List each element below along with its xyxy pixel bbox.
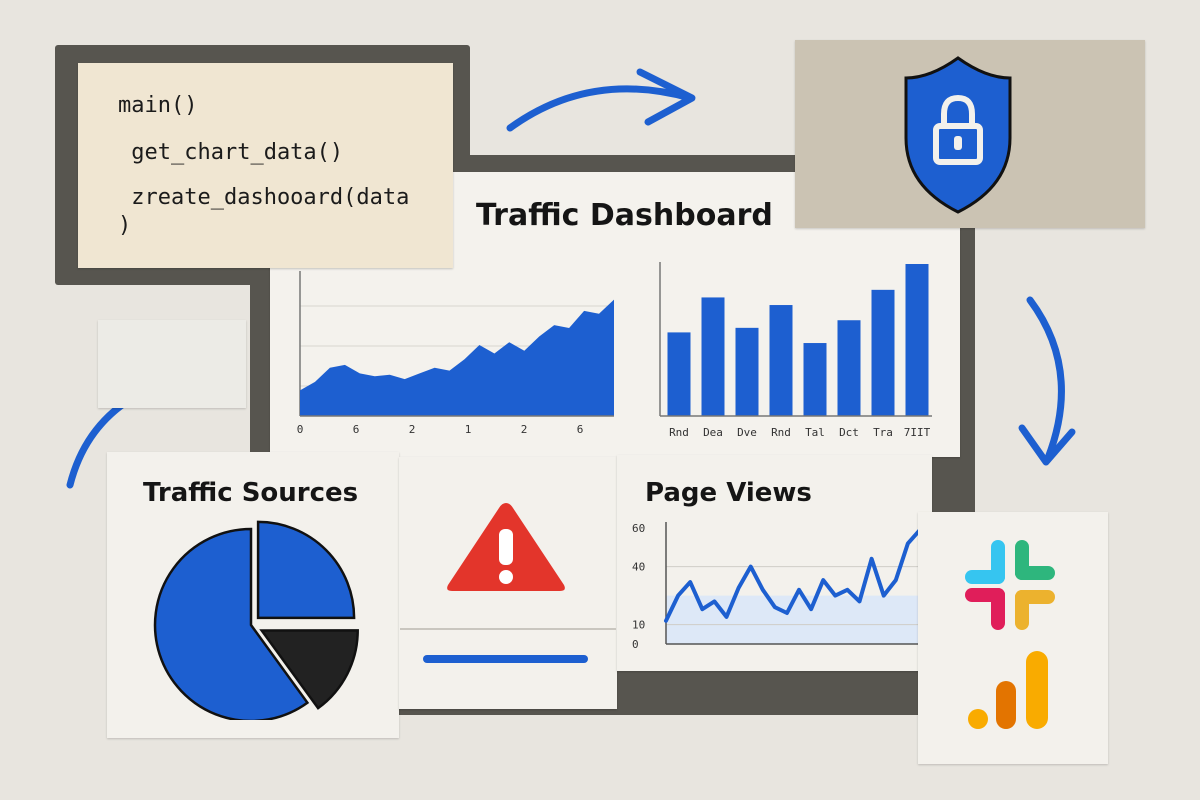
area-x-tick: 0: [297, 423, 304, 436]
bar: [735, 327, 759, 416]
pie-slice: [259, 629, 359, 710]
arrow-right-down: [1018, 296, 1076, 466]
bar-x-tick: 7IIT: [904, 426, 931, 439]
code-card: main() get_chart_data() zreate_dashooard…: [78, 63, 453, 268]
shield-lock-icon: [904, 56, 1012, 214]
progress-bar: [423, 655, 588, 663]
area-x-tick: 2: [409, 423, 416, 436]
code-line-2: get_chart_data(): [118, 140, 344, 165]
bar: [701, 297, 725, 416]
pageviews-line-chart: 60 40 10 0: [632, 522, 922, 651]
area-chart: 0 6 2 1 2 6: [297, 271, 614, 436]
small-card: [98, 320, 246, 408]
area-x-tick: 6: [577, 423, 584, 436]
sources-title: Traffic Sources: [143, 478, 359, 508]
bar: [769, 305, 793, 416]
pageviews-y-tick: 0: [632, 638, 639, 651]
code-line-1: main(): [118, 93, 198, 118]
pageviews-y-tick: 10: [632, 619, 645, 632]
bar: [667, 332, 691, 416]
pie-chart: [153, 520, 359, 720]
pageviews-y-tick: 40: [632, 561, 645, 574]
pie-slice: [153, 527, 310, 720]
bar-x-tick: Dea: [703, 426, 723, 439]
pageviews-title: Page Views: [645, 478, 812, 508]
bar-x-tick: Tra: [873, 426, 893, 439]
slack-logo-icon: [965, 540, 1055, 630]
dashboard-title: Traffic Dashboard: [476, 198, 773, 233]
area-x-tick: 6: [353, 423, 360, 436]
arrow-top: [506, 68, 696, 132]
bar: [905, 264, 929, 416]
bar-x-tick: Dct: [839, 426, 859, 439]
bar-chart: Rnd Dea Dve Rnd Tal Dct Tra 7IIT: [659, 262, 932, 439]
pie-slice: [256, 520, 356, 620]
pageviews-y-tick: 60: [632, 522, 645, 535]
warning-icon: [447, 503, 565, 591]
area-x-tick: 1: [465, 423, 472, 436]
area-x-tick: 2: [521, 423, 528, 436]
code-line-3: zreate_dashooard(data: [118, 185, 410, 210]
code-line-4: ): [118, 213, 132, 238]
pageviews-line: [664, 527, 922, 623]
bar-x-tick: Rnd: [771, 426, 791, 439]
analytics-logo-icon: [968, 651, 1048, 729]
alert-divider: [400, 628, 616, 630]
bar: [871, 289, 895, 416]
area-series: [300, 299, 614, 416]
bar: [803, 343, 827, 416]
bar-x-tick: Rnd: [669, 426, 689, 439]
bar-x-tick: Tal: [805, 426, 825, 439]
bar: [837, 320, 861, 416]
bar-x-tick: Dve: [737, 426, 757, 439]
